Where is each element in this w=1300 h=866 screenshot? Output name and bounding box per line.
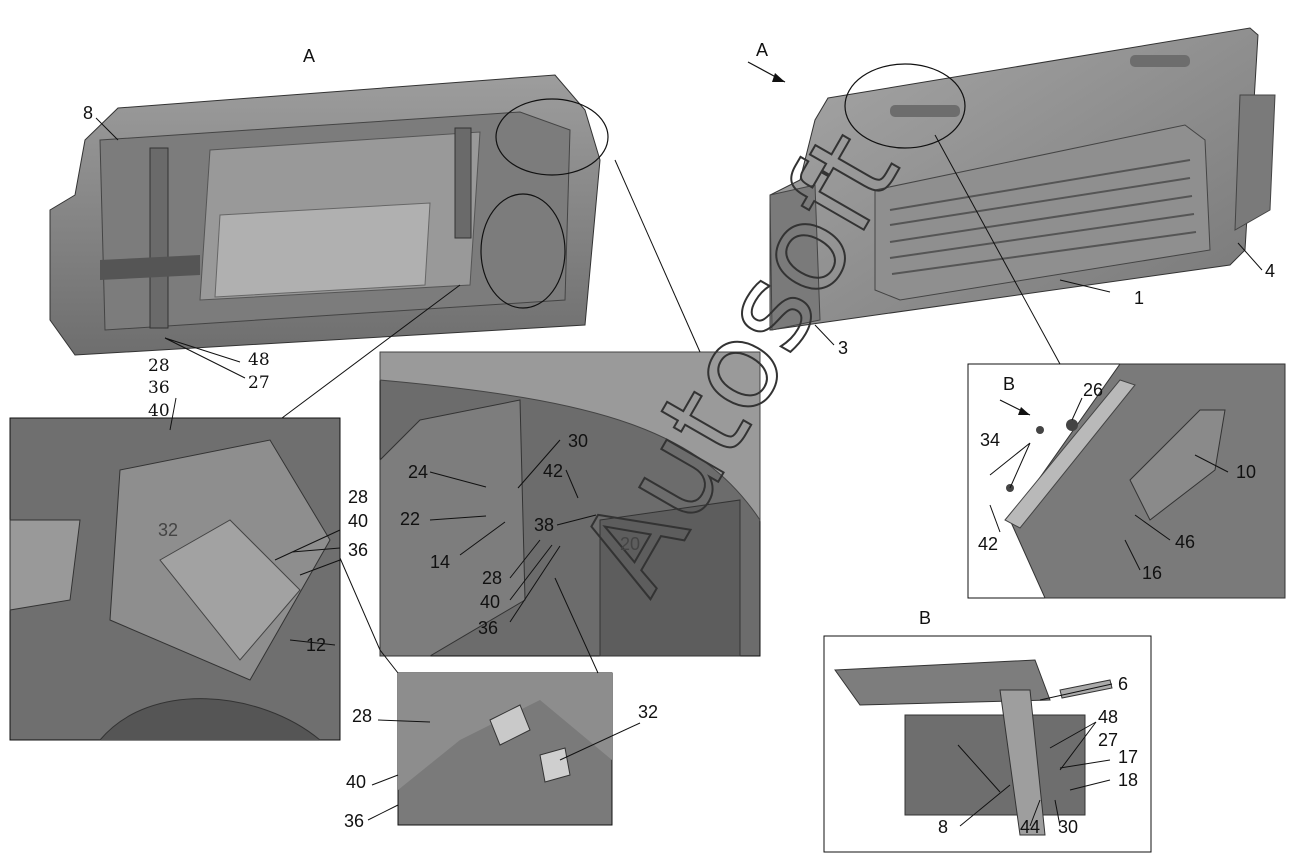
callout-30: 30 bbox=[568, 431, 588, 451]
callout-10: 10 bbox=[1236, 462, 1256, 482]
callout-42: 42 bbox=[543, 461, 563, 481]
leader-lines bbox=[95, 117, 1263, 827]
callout-46: 46 bbox=[1175, 532, 1195, 552]
panel-rear-view bbox=[49, 74, 609, 356]
callout-48: 48 bbox=[1098, 707, 1118, 727]
callout-32: 32 bbox=[638, 702, 658, 722]
callout-40: 40 bbox=[346, 772, 366, 792]
callout-22: 22 bbox=[400, 509, 420, 529]
callout-44: 44 bbox=[1020, 817, 1040, 837]
callout-36: 36 bbox=[348, 540, 368, 560]
view-label-b-bottom: B bbox=[919, 608, 931, 628]
callout-28: 28 bbox=[148, 356, 170, 376]
callout-18: 18 bbox=[1118, 770, 1138, 790]
detail-box-handle-exploded bbox=[823, 635, 1152, 853]
callout-40: 40 bbox=[348, 511, 368, 531]
detail-circle-handle bbox=[844, 63, 966, 149]
callout-36: 36 bbox=[478, 618, 498, 638]
callout-24: 24 bbox=[408, 462, 428, 482]
callout-27: 27 bbox=[1098, 730, 1118, 750]
callout-27: 27 bbox=[248, 373, 270, 393]
detail-box-handle bbox=[967, 363, 1286, 599]
callout-12: 12 bbox=[306, 635, 326, 655]
callout-28: 28 bbox=[482, 568, 502, 588]
callout-3: 3 bbox=[838, 338, 848, 358]
callout-20: 20 bbox=[620, 534, 640, 554]
callout-42: 42 bbox=[978, 534, 998, 554]
callout-28: 28 bbox=[348, 487, 368, 507]
callout-4: 4 bbox=[1265, 261, 1275, 281]
detail-box-fastener bbox=[397, 672, 613, 826]
view-label-a-left: A bbox=[303, 46, 315, 66]
view-label-b-inset: B bbox=[1003, 374, 1015, 394]
callout-17: 17 bbox=[1118, 747, 1138, 767]
callout-6: 6 bbox=[1118, 674, 1128, 694]
detail-box-bracket bbox=[9, 417, 341, 741]
detail-circle-lower bbox=[480, 193, 566, 309]
callout-14: 14 bbox=[430, 552, 450, 572]
detail-circle-top bbox=[495, 98, 609, 176]
callout-28: 28 bbox=[352, 706, 372, 726]
callout-38: 38 bbox=[534, 515, 554, 535]
callout-1: 1 bbox=[1134, 288, 1144, 308]
panel-front-view bbox=[769, 27, 1276, 331]
callout-36: 36 bbox=[148, 378, 170, 398]
detail-box-corner bbox=[379, 351, 761, 657]
callout-40: 40 bbox=[148, 401, 170, 421]
callout-48: 48 bbox=[248, 350, 270, 370]
callout-26: 26 bbox=[1083, 380, 1103, 400]
callout-32: 32 bbox=[158, 520, 178, 540]
callout-34: 34 bbox=[980, 430, 1000, 450]
view-label-a-arrow: A bbox=[756, 40, 768, 60]
callout-40: 40 bbox=[480, 592, 500, 612]
callout-16: 16 bbox=[1142, 563, 1162, 583]
callout-8: 8 bbox=[83, 103, 93, 123]
callout-36: 36 bbox=[344, 811, 364, 831]
callout-8: 8 bbox=[938, 817, 948, 837]
callout-30: 30 bbox=[1058, 817, 1078, 837]
